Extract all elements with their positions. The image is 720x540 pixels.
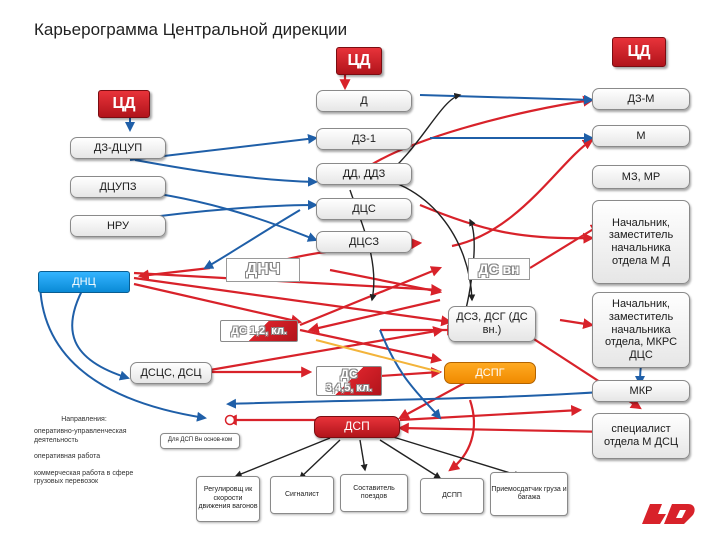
node-d: Д [316,90,412,112]
node-dspp: ДСПП [420,478,484,514]
node-receiver: Приемосдатчик груза и багажа [490,472,568,516]
page-title: Карьерограмма Центральной дирекции [34,20,348,39]
node-dz-1: ДЗ-1 [316,128,412,150]
node-dsp: ДСП [314,416,400,438]
node-ds-3-4-5-line1: ДС [340,366,358,381]
legend: Направления: оперативно-управленческая д… [34,416,134,494]
node-cd-center: ЦД [336,47,382,75]
node-dsz-dsg: ДСЗ, ДСГ (ДС вн.) [448,306,536,342]
node-regulator: Регулировщ ик скорости движения вагонов [196,476,260,522]
node-nru: НРУ [70,215,166,237]
node-mkr: МКР [592,380,690,402]
node-dsp-note: Для ДСП Вн основ-ком [160,433,240,449]
circle-marker-icon [224,414,236,426]
rzd-logo-icon [642,504,695,524]
legend-title: Направления: [61,416,107,423]
node-specialist: специалист отдела М ДСЦ [592,413,690,459]
node-mz-mr: МЗ, МР [592,165,690,189]
node-dz-dcup: ДЗ-ДЦУП [70,137,166,159]
node-dcupz: ДЦУПЗ [70,176,166,198]
node-signalist: Сигналист [270,476,334,514]
node-dnc: ДНЦ [38,271,130,293]
node-head-m: Начальник, заместитель начальника отдела… [592,200,690,284]
node-dcs: ДЦС [316,198,412,220]
node-dscs-dsc: ДСЦС, ДСЦ [130,362,212,384]
node-cd-top-right: ЦД [612,37,666,67]
legend-item-management: оперативно-управленческая деятельность [34,428,127,444]
legend-item-operational: оперативная работа [34,453,101,461]
node-head-mkrs: Начальник, заместитель начальника отдела… [592,292,690,368]
node-cd-left: ЦД [98,90,150,118]
node-dd-ddz: ДД, ДДЗ [316,163,412,185]
node-composer: Составитель поездов [340,474,408,512]
legend-item-commercial: коммерческая работа в сфере грузовых пер… [34,469,134,485]
node-ds-1-2-label: ДС 1,2, кл. [231,324,287,337]
node-m: М [592,125,690,147]
node-dspg: ДСПГ [444,362,536,384]
node-dcsz: ДЦСЗ [316,231,412,253]
node-ds-3-4-5: ДС 3,4,5, кл. [316,366,382,396]
node-dnch: ДНЧ [226,258,300,282]
node-ds-3-4-5-line2: 3,4,5, кл. [325,381,373,394]
node-ds-vn: ДС вн [468,258,530,280]
node-ds-1-2: ДС 1,2, кл. [220,320,298,342]
node-dz-m: ДЗ-М [592,88,690,110]
